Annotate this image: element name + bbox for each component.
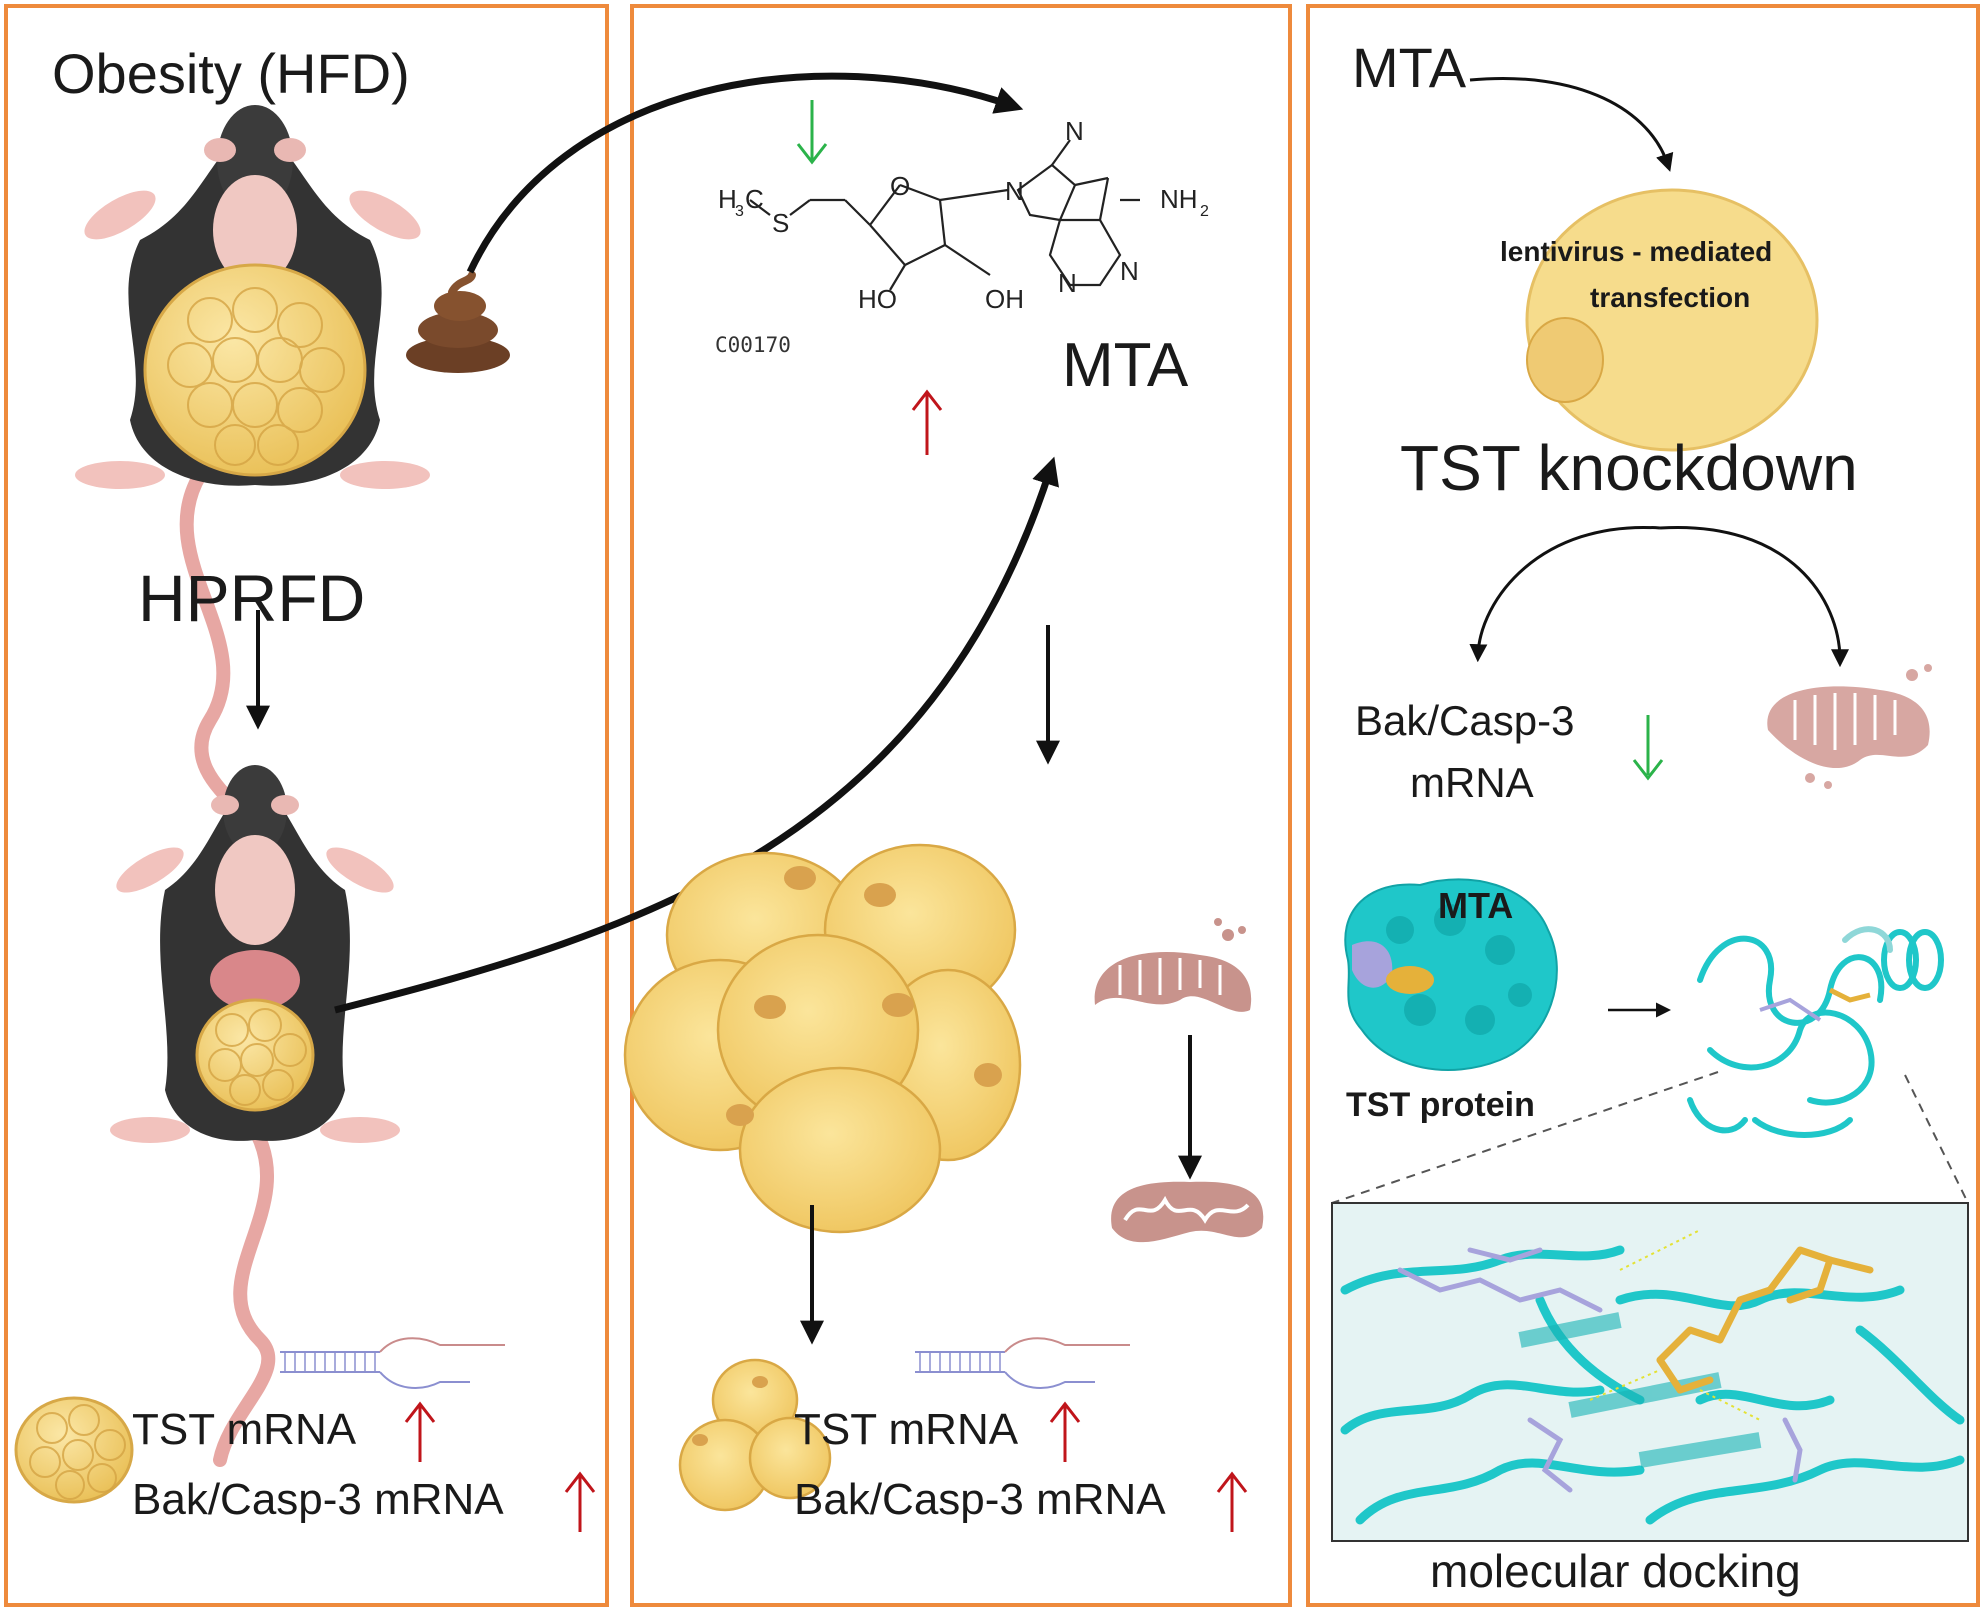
svg-text:OH: OH [985, 284, 1024, 314]
svg-text:HO: HO [858, 284, 897, 314]
ribbon-ligand-site [1759, 987, 1871, 1022]
left-bak-mrna-label: Bak/Casp-3 mRNA [132, 1475, 504, 1524]
obese-mouse-illustration [75, 105, 430, 817]
mta-chemical-labels: H 3 C S O N N NH 2 N N HO OH [718, 116, 1209, 314]
zoom-line-right [1904, 1074, 1969, 1204]
docking-ligand-label: MTA [1438, 885, 1514, 926]
middle-bak-mrna-label: Bak/Casp-3 mRNA [794, 1475, 1166, 1524]
right-bak-label-line2: mRNA [1410, 759, 1534, 806]
mrna-icon-middle [915, 1337, 1130, 1389]
docking-protein-label: TST protein [1346, 1086, 1535, 1124]
panel-left [4, 4, 609, 1607]
tst-protein-ribbon [1687, 926, 1944, 1138]
treatment-label: HPRFD [138, 561, 366, 635]
mrna-icon-left [280, 1337, 505, 1389]
arrow-treated-mouse-to-mta [334, 456, 1059, 1014]
zoom-line-left [1331, 1071, 1719, 1204]
left-panel-title: Obesity (HFD) [52, 42, 410, 105]
arrow-feces-to-mta [466, 72, 1024, 274]
svg-text:2: 2 [1200, 203, 1209, 220]
svg-text:N: N [1065, 116, 1084, 146]
docking-caption: molecular docking [1430, 1545, 1801, 1597]
svg-text:N: N [1005, 176, 1024, 206]
tst-protein-surface [1344, 878, 1558, 1071]
compound-id: C00170 [715, 333, 791, 357]
transfection-label-line1: lentivirus - mediated [1500, 236, 1773, 267]
left-tst-mrna-label: TST mRNA [132, 1405, 357, 1454]
svg-text:NH: NH [1160, 184, 1198, 214]
panel-right [1306, 4, 1980, 1607]
adipocyte-cluster [623, 843, 1022, 1234]
small-adipocytes [678, 1358, 832, 1512]
damaged-mitochondrion-icon [1094, 918, 1252, 1012]
transfected-cell [1525, 188, 1819, 452]
arrow-mta-to-transfection [1469, 77, 1674, 172]
svg-text:O: O [890, 171, 910, 201]
svg-text:N: N [1058, 268, 1077, 298]
middle-tst-mrna-label: TST mRNA [794, 1405, 1019, 1454]
mta-chemical-structure [749, 139, 1140, 291]
svg-text:C: C [745, 184, 764, 214]
svg-text:N: N [1120, 256, 1139, 286]
right-panel-title: MTA [1352, 36, 1467, 99]
treated-mouse-illustration [110, 765, 400, 1467]
svg-text:3: 3 [735, 203, 744, 220]
transfection-label-line2: transfection [1590, 282, 1751, 313]
docking-closeup [1331, 1202, 1969, 1542]
fat-tissue-icon [14, 1396, 134, 1504]
compound-name: MTA [1062, 331, 1189, 400]
down-arrow-green-mta [796, 100, 828, 165]
healthy-mitochondrion-icon [1111, 1181, 1264, 1243]
knockdown-label: TST knockdown [1400, 432, 1858, 504]
up-arrow-red-mta [911, 389, 943, 455]
down-arrow-green-bak [1632, 715, 1664, 781]
mitochondrion-icon-right [1767, 664, 1932, 789]
right-bak-label-line1: Bak/Casp-3 [1355, 697, 1575, 744]
arrow-knockdown-to-mrna [1469, 525, 1661, 663]
svg-text:H: H [718, 184, 737, 214]
panel-middle [630, 4, 1292, 1607]
arrow-knockdown-to-mitochondrion [1659, 525, 1849, 668]
feces-icon [406, 271, 510, 373]
svg-text:S: S [772, 208, 789, 238]
